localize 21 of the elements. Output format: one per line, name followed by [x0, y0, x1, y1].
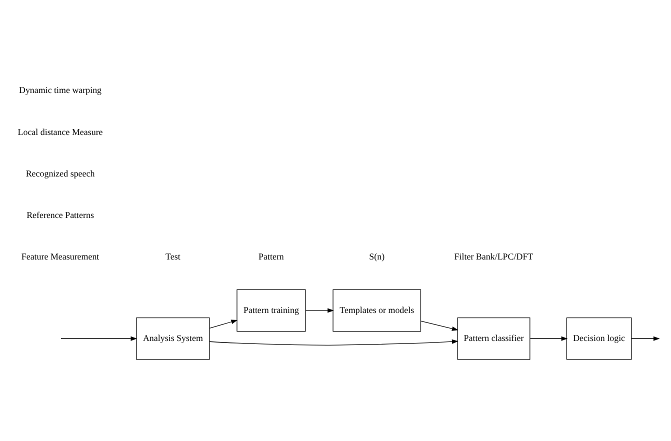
arrow — [631, 336, 660, 341]
arrow — [305, 308, 334, 313]
node-box: Decision logic — [566, 318, 632, 360]
node-box: Analysis System — [136, 318, 210, 360]
label: Reference Patterns — [26, 210, 94, 220]
arrow — [60, 336, 138, 341]
arrow — [420, 320, 458, 331]
label: S(n) — [369, 252, 385, 262]
label: Pattern — [258, 252, 284, 262]
label: Local distance Measure — [18, 126, 103, 137]
node-box: Templates or models — [332, 289, 422, 332]
label: Filter Bank/LPC/DFT — [454, 252, 534, 262]
node-box: Pattern training — [236, 289, 306, 332]
arrow — [209, 339, 458, 346]
arrow — [209, 320, 238, 328]
label: Feature Measurement — [21, 252, 100, 262]
arrow — [530, 336, 568, 341]
label: Recognized speech — [26, 168, 95, 178]
label: Test — [166, 252, 180, 262]
label: Dynamic time warping — [19, 85, 102, 96]
node-box: Pattern classifier — [457, 318, 530, 360]
